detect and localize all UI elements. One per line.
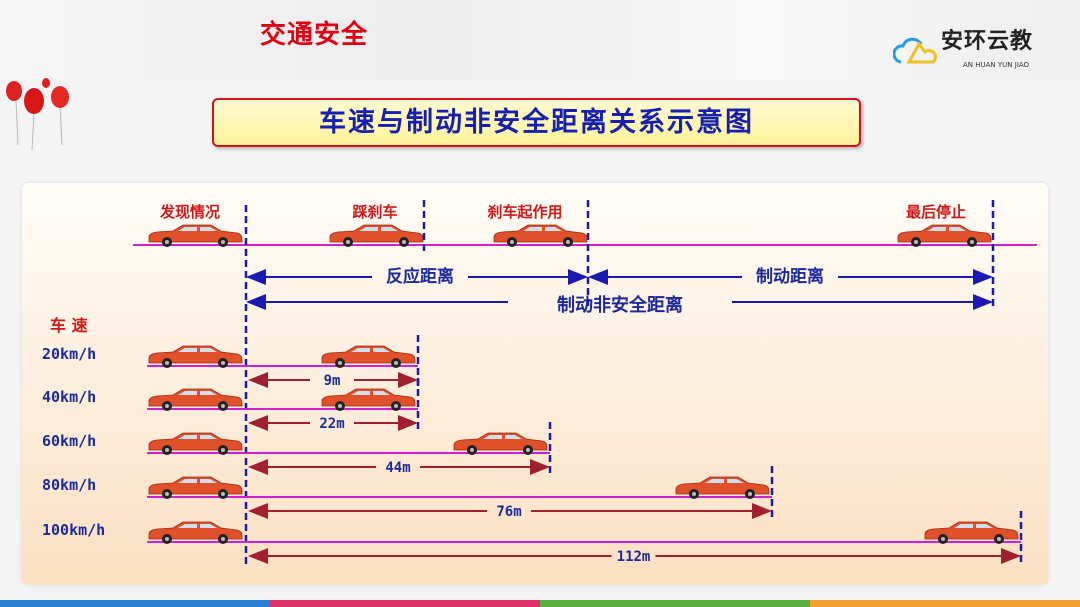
car-start — [148, 432, 243, 455]
car-start — [148, 345, 243, 368]
distance-label: 9m — [324, 373, 341, 389]
header-background — [0, 0, 1080, 80]
unsafe-distance-label: 制动非安全距离 — [557, 294, 683, 316]
speed-label: 20km/h — [42, 345, 96, 363]
speed-label: 40km/h — [42, 388, 96, 406]
bottom-bar-segment — [540, 600, 810, 607]
speed-heading: 车 速 — [50, 316, 88, 335]
car-stage-3 — [897, 224, 992, 247]
car-stage-2 — [493, 224, 588, 247]
car-start — [148, 388, 243, 411]
balloons-decoration — [6, 78, 69, 151]
bottom-bar-segment — [810, 600, 1080, 607]
car-stage-0 — [148, 224, 243, 247]
car-stop — [453, 432, 548, 455]
diagram-title: 车速与制动非安全距离关系示意图 — [319, 106, 754, 138]
logo-text: 安环云教 — [941, 29, 1034, 54]
logo: 安环云教 AN HUAN YUN JIAO — [893, 30, 1063, 74]
distance-label: 112m — [617, 549, 651, 565]
diagram-panel — [22, 183, 1048, 585]
stage-label-brake-effect: 刹车起作用 — [487, 203, 562, 221]
top-row: 发现情况 踩刹车 刹车起作用 最后停止 反应距离 制动距离 制动非安全距离 车 … — [50, 203, 966, 335]
distance-label: 76m — [496, 504, 521, 520]
car-stop — [321, 388, 416, 411]
diagram-title-box: 车速与制动非安全距离关系示意图 — [212, 98, 861, 147]
speed-label: 60km/h — [42, 432, 96, 450]
car-stage-1 — [329, 224, 424, 247]
car-stop — [924, 521, 1019, 544]
distance-label: 44m — [385, 460, 410, 476]
slide-title: 交通安全 — [260, 20, 369, 50]
bottom-bar-segment — [0, 600, 270, 607]
car-stop — [675, 476, 770, 499]
car-start — [148, 521, 243, 544]
car-start — [148, 476, 243, 499]
reaction-distance-label: 反应距离 — [386, 266, 454, 287]
cloud-icon — [893, 37, 937, 64]
speed-label: 100km/h — [42, 521, 105, 539]
stage-label-stop: 最后停止 — [906, 203, 966, 221]
car-stop — [321, 345, 416, 368]
braking-distance-label: 制动距离 — [756, 266, 824, 287]
logo-subtext: AN HUAN YUN JIAO — [963, 61, 1030, 69]
stage-label-press-brake: 踩刹车 — [352, 203, 397, 221]
bottom-bar-segment — [270, 600, 540, 607]
bottom-color-bar — [0, 600, 1080, 607]
speed-label: 80km/h — [42, 476, 96, 494]
distance-label: 22m — [319, 416, 344, 432]
stage-label-discover: 发现情况 — [159, 203, 220, 221]
